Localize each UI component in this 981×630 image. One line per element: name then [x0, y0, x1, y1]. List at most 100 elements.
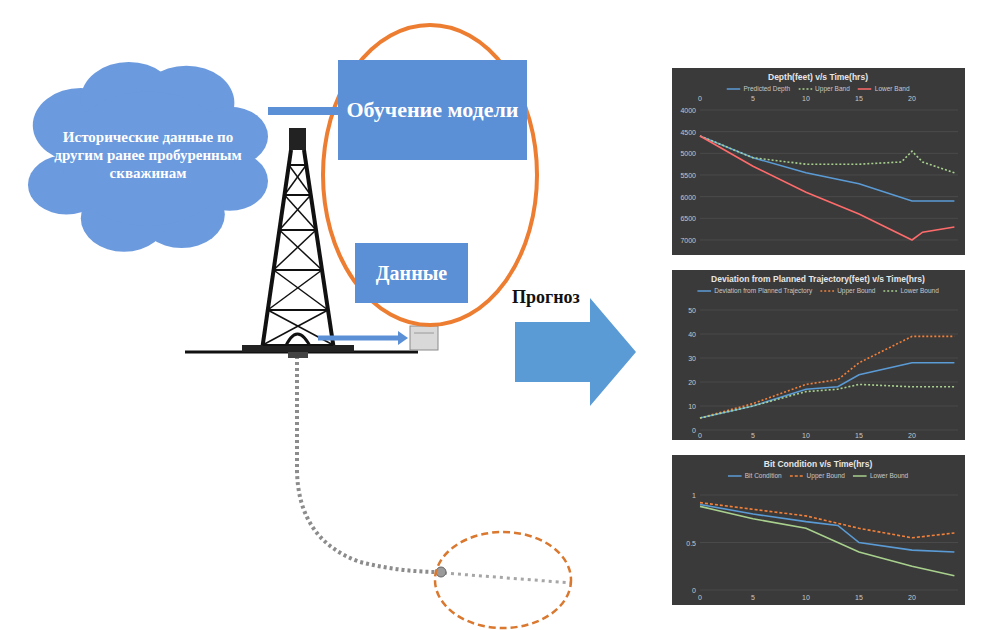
axis-tick: 15: [855, 594, 863, 601]
legend-line-sample: [728, 474, 742, 478]
grid-line: [700, 495, 958, 496]
legend-text: Lower Band: [875, 85, 910, 92]
axis-tick: 20: [908, 432, 916, 439]
grid-line: [700, 131, 958, 132]
axis-tick: 0: [692, 587, 696, 594]
drill-bit: [436, 567, 446, 577]
chart-legend: Deviation from Planned Trajectory Upper B…: [697, 287, 939, 294]
legend-text: Upper Band: [815, 85, 850, 92]
node-text: Обучение модели: [346, 97, 518, 124]
connector-bar: [268, 107, 338, 115]
axis-tick: 6000: [680, 193, 696, 200]
grid-line: [700, 110, 958, 111]
data-arrow: [318, 336, 398, 341]
legend-line-sample: [853, 474, 867, 478]
chart-title: Bit Condition v/s Time(hrs): [764, 459, 872, 469]
axis-tick: 5000: [680, 150, 696, 157]
axis-tick: 0: [698, 432, 702, 439]
axis-tick: 15: [855, 95, 863, 102]
grid-line: [700, 358, 958, 359]
data-series: [700, 136, 954, 201]
process-box: Обучение модели: [338, 60, 527, 160]
data-series: [700, 136, 954, 240]
axis-tick: 0: [692, 427, 696, 434]
forecast-arrow: [515, 298, 636, 406]
legend-line-sample: [858, 87, 872, 91]
data-box: Данные: [355, 243, 468, 303]
data-series: [700, 505, 954, 553]
axis-tick: 10: [802, 95, 810, 102]
axis-tick: 4000: [680, 107, 696, 114]
legend-text: Lower Bound: [900, 287, 938, 294]
axis-tick: 0: [698, 95, 702, 102]
grid-line: [700, 153, 958, 154]
chart-panel: [672, 455, 965, 605]
planned-path: [444, 573, 572, 583]
axis-tick: 10: [802, 432, 810, 439]
axis-tick: 20: [908, 95, 916, 102]
chart-panel: [672, 68, 965, 255]
grid-line: [700, 196, 958, 197]
data-series: [700, 136, 954, 173]
data-series: [700, 336, 954, 418]
grid-line: [700, 239, 958, 240]
axis-tick: 0: [698, 594, 702, 601]
axis-tick: 10: [802, 594, 810, 601]
well-path: [297, 356, 440, 572]
chart-panel: [672, 270, 965, 440]
axis-tick: 10: [688, 403, 696, 410]
legend-line-sample: [726, 87, 740, 91]
axis-tick: 5: [751, 95, 755, 102]
grid-line: [700, 430, 958, 431]
highlight-ellipse: [323, 25, 537, 325]
axis-tick: 5: [751, 594, 755, 601]
cloud-shape: Исторические данные по другим ранее проб…: [28, 62, 268, 248]
axis-tick: 6500: [680, 215, 696, 222]
axis-tick: 1: [692, 492, 696, 499]
node-text: Данные: [376, 261, 447, 285]
chart-title: Deviation from Planned Trajectory(feet) …: [711, 274, 925, 284]
legend-line-sample: [820, 289, 834, 293]
axis-tick: 0.5: [686, 539, 696, 546]
data-series: [700, 384, 954, 418]
axis-tick: 30: [688, 355, 696, 362]
legend-text: Upper Bound: [807, 472, 845, 479]
legend-line-sample: [798, 87, 812, 91]
legend-text: Upper Bound: [837, 287, 875, 294]
legend-item: Bit Condition: [728, 472, 782, 479]
grid-line: [700, 218, 958, 219]
grid-line: [700, 542, 958, 543]
legend-item: Lower Band: [858, 85, 910, 92]
axis-tick: 20: [908, 594, 916, 601]
legend-line-sample: [790, 474, 804, 478]
axis-tick: 5: [751, 432, 755, 439]
legend-item: Deviation from Planned Trajectory: [697, 287, 812, 294]
legend-line-sample: [697, 289, 711, 293]
grid-line: [700, 590, 958, 591]
chart-legend: Predicted Depth Upper Band Lower Band: [726, 85, 909, 92]
legend-text: Deviation from Planned Trajectory: [714, 287, 812, 294]
forecast-label: Прогноз: [512, 287, 580, 308]
legend-item: Upper Band: [798, 85, 850, 92]
axis-tick: 40: [688, 331, 696, 338]
arrow-head: [398, 331, 408, 345]
data-device: [410, 326, 438, 350]
data-series: [700, 363, 954, 418]
legend-text: Predicted Depth: [743, 85, 790, 92]
legend-text: Bit Condition: [745, 472, 782, 479]
chart-legend: Bit Condition Upper Bound Lower Bound: [728, 472, 908, 479]
axis-tick: 15: [855, 432, 863, 439]
data-series: [700, 506, 954, 575]
axis-tick: 7000: [680, 236, 696, 243]
axis-tick: 20: [688, 379, 696, 386]
legend-text: Lower Bound: [870, 472, 908, 479]
bit-zone-outline: [435, 532, 571, 628]
grid-line: [700, 382, 958, 383]
legend-item: Predicted Depth: [726, 85, 790, 92]
data-series: [700, 503, 954, 538]
legend-item: Upper Bound: [820, 287, 875, 294]
grid-line: [700, 310, 958, 311]
axis-tick: 50: [688, 307, 696, 314]
device-slot: [414, 333, 434, 334]
grid-line: [700, 406, 958, 407]
